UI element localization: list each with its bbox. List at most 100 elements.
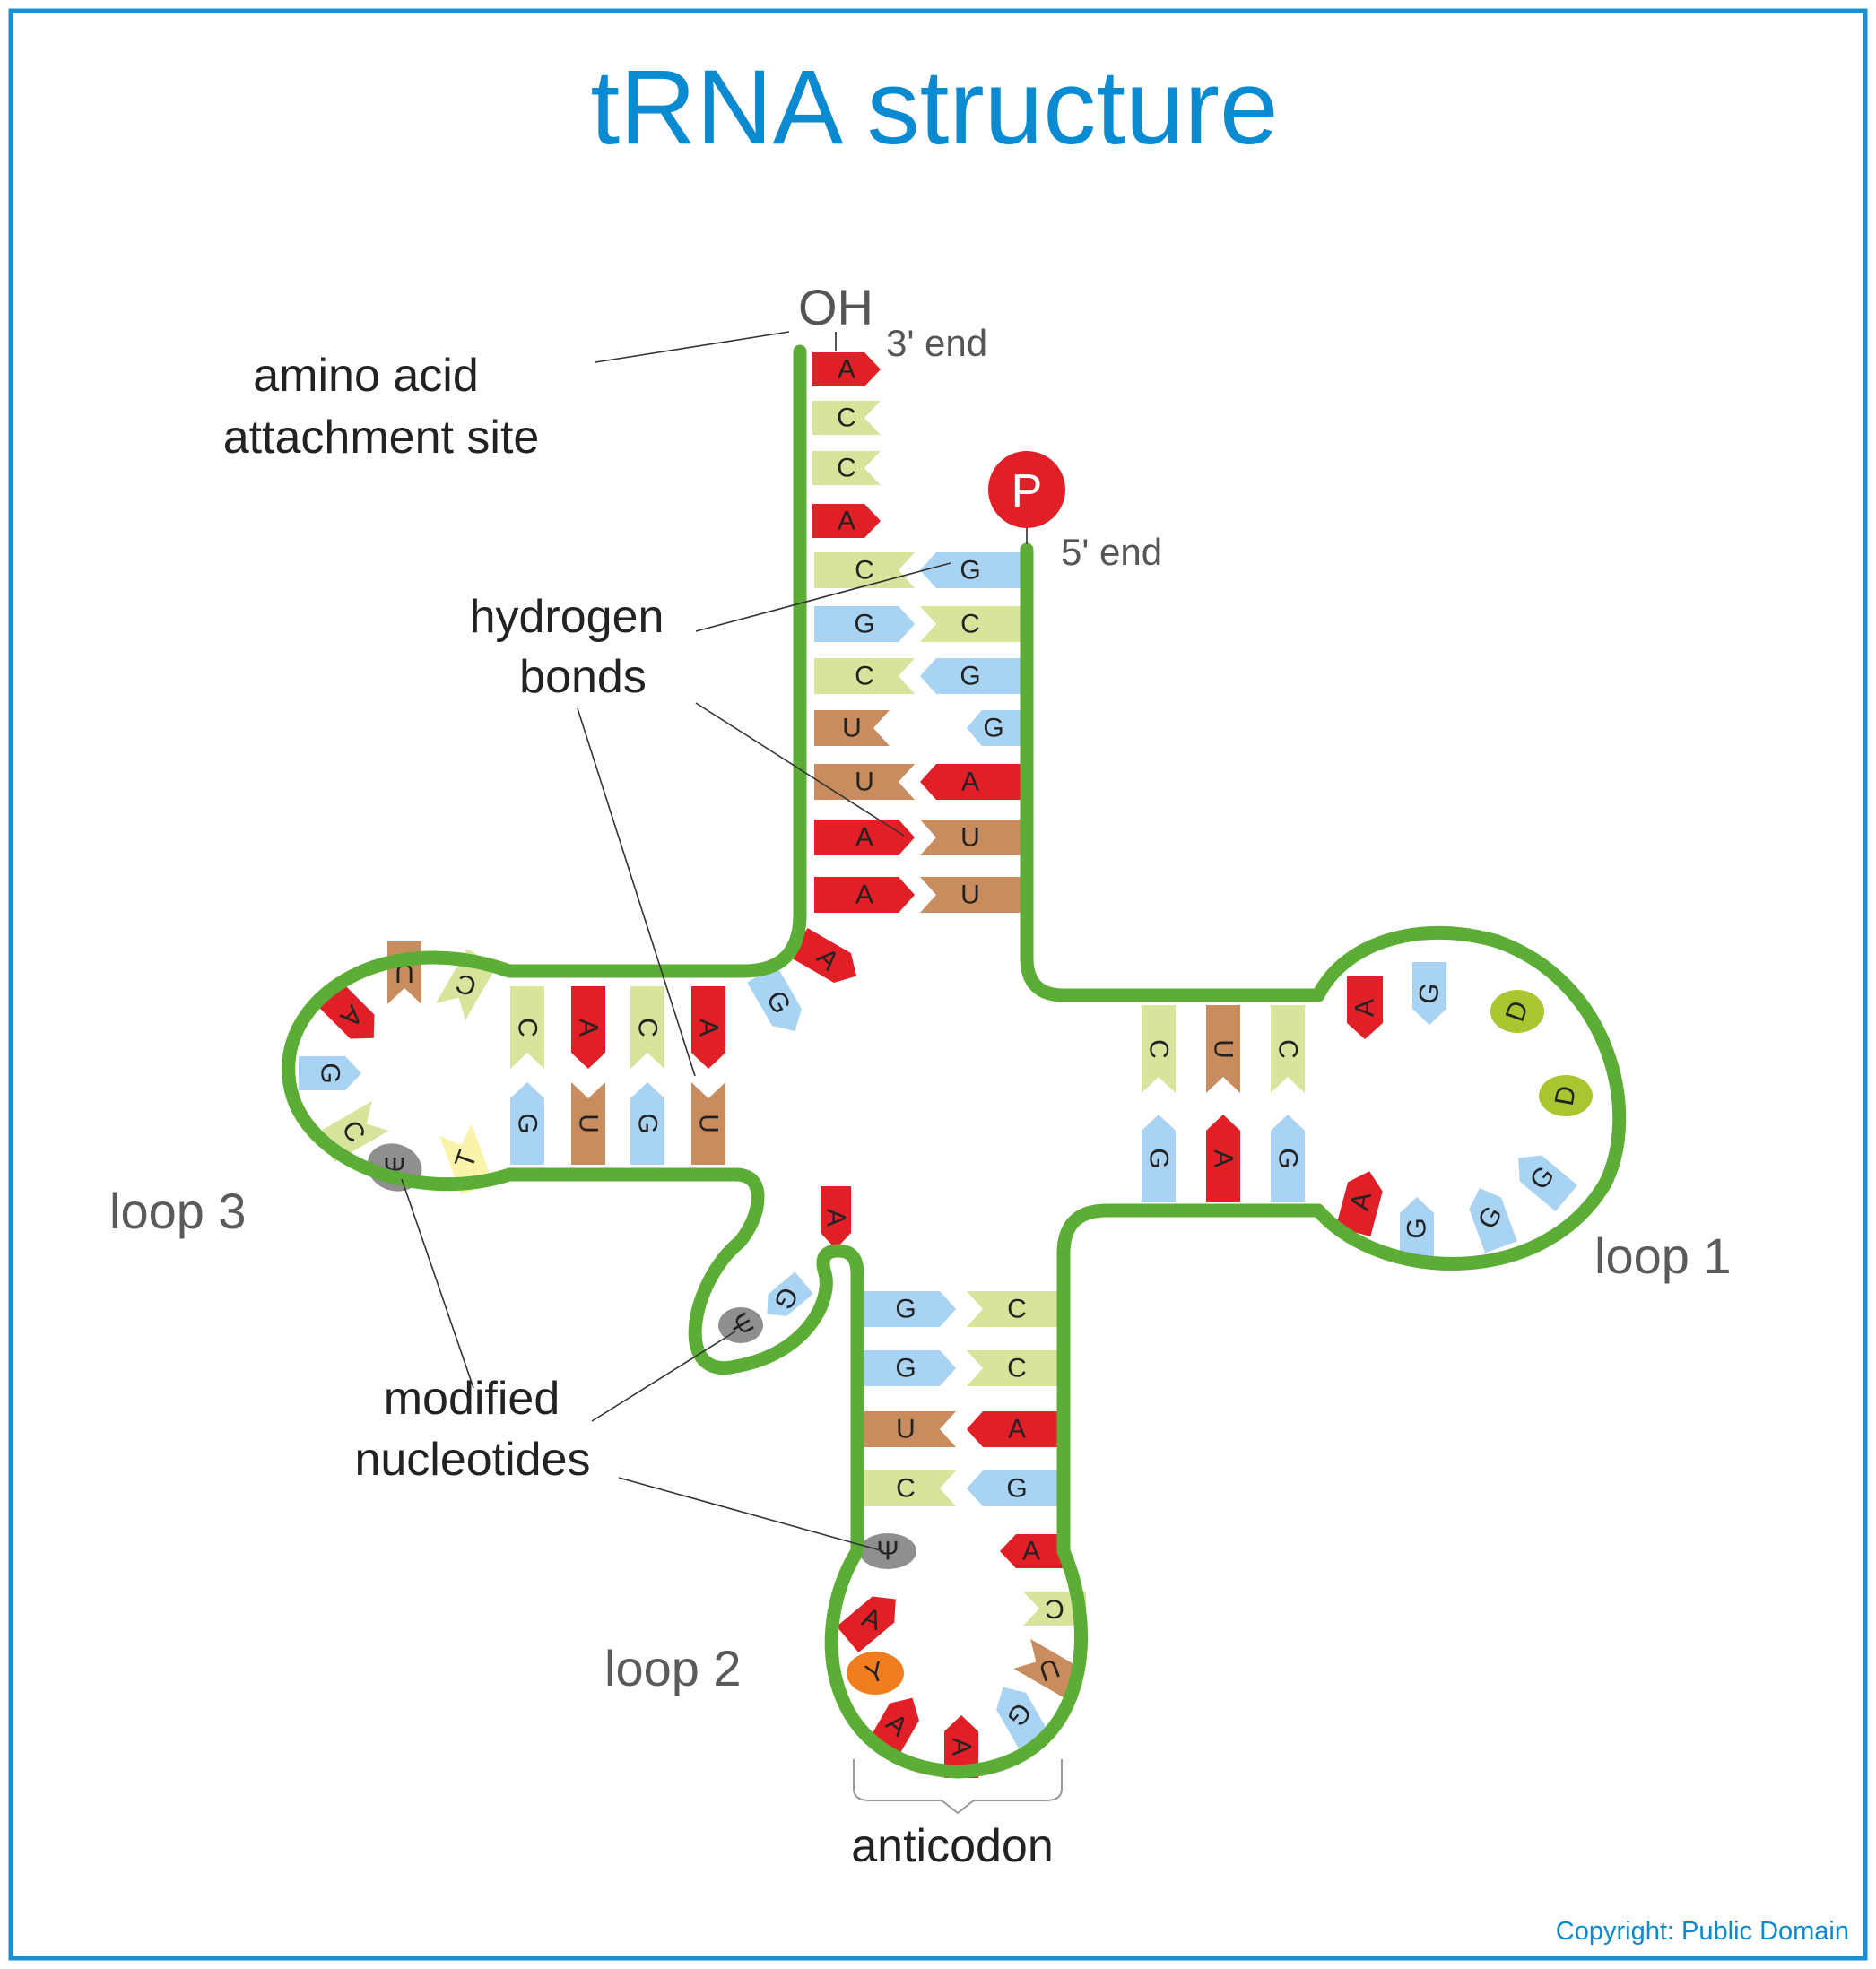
acceptor-left-2: C (814, 658, 915, 694)
five-prime-label: 5' end (1061, 531, 1162, 573)
acceptor-right-2: G (920, 658, 1021, 694)
loop1-nt-4: G (1518, 1155, 1578, 1212)
nucleotide-shape (1000, 1534, 1063, 1568)
nucleotide-letter: U (960, 880, 980, 910)
nucleotide-shape (855, 1411, 956, 1447)
nucleotide-shape (920, 764, 1021, 800)
nucleotide-shape (1023, 1592, 1086, 1626)
nucleotide-letter: A (838, 507, 855, 536)
acceptor-right-5: U (920, 820, 1021, 855)
nucleotide-shape (814, 877, 915, 913)
loop2-stem-right-3: G (967, 1470, 1067, 1506)
hydrogen-leader-top (695, 562, 951, 632)
nucleotide-shape (812, 401, 881, 435)
nucleotide-letter: G (1413, 981, 1446, 1007)
nucleotide-letter: A (1008, 1415, 1026, 1444)
nucleotide-shape (630, 986, 664, 1069)
nucleotide-letter: G (1273, 1148, 1303, 1168)
nucleotide-shape (944, 1715, 978, 1778)
acceptor-tail-c-2: C (812, 451, 881, 485)
junction-a: A (790, 928, 857, 983)
nucleotide-letter: C (837, 403, 856, 433)
amino-acid-label-line2: attachment site (223, 412, 540, 464)
nucleotide-shape (812, 451, 881, 485)
nucleotide-shape (920, 552, 1021, 588)
nucleotide-letter: U (574, 1114, 604, 1133)
copyright-text: Copyright: Public Domain (1556, 1917, 1849, 1946)
acceptor-right-4: A (920, 764, 1021, 800)
loop3-stem-top-2: C (630, 986, 664, 1069)
nucleotide-letter: C (960, 610, 980, 639)
nucleotide-shape (814, 820, 915, 855)
loop2-stem-right-2: A (967, 1411, 1067, 1447)
nucleotide-shape (1013, 1639, 1085, 1700)
page-title: tRNA structure (590, 48, 1278, 167)
acceptor-tail-a-3: A (812, 504, 881, 538)
nucleotide-shape (920, 820, 1021, 855)
hydrogen-label-line1: hydrogen (470, 591, 664, 643)
nucleotide-shape (967, 1291, 1067, 1327)
modified-label-line2: nucleotides (354, 1434, 590, 1486)
nucleotide-letter: U (694, 1114, 724, 1133)
nucleotide-shape (691, 1082, 725, 1165)
nucleotide-letter: C (855, 662, 874, 691)
nucleotide-letter: G (1403, 1218, 1432, 1238)
nucleotide-shape (1206, 1115, 1240, 1202)
amino-acid-label-line1: amino acid (253, 350, 478, 402)
loop2-nt-1: A (836, 1596, 896, 1653)
nucleotide-letter: G (895, 1295, 916, 1324)
nucleotide-shape (847, 1652, 904, 1695)
loop3-stem-bottom-3: U (691, 1082, 725, 1165)
nucleotide-shape (299, 1056, 361, 1090)
nucleotide-shape (836, 1596, 896, 1653)
nucleotide-letter: G (960, 662, 980, 691)
loop3-nt-3: G (299, 1056, 361, 1090)
nucleotide-shape (1335, 1171, 1383, 1236)
nucleotide-shape (967, 1470, 1067, 1506)
nucleotide-shape (855, 1291, 956, 1327)
loop1-nt-6: G (1400, 1197, 1434, 1260)
nucleotide-letter: U (842, 714, 862, 743)
nucleotide-shape (1518, 1155, 1578, 1212)
loop3-stem-bottom-1: U (571, 1082, 605, 1165)
modified-leader-psi-loop3 (401, 1178, 474, 1389)
nucleotide-letter: A (947, 1738, 977, 1756)
nucleotide-letter: C (855, 556, 874, 585)
loop2-stem-left-0: G (855, 1291, 956, 1327)
nucleotide-letter: C (513, 1018, 543, 1037)
loop1-nt-1: G (1412, 962, 1446, 1025)
nucleotide-shape (1142, 1005, 1176, 1093)
modified-leader-psi-variable (591, 1331, 736, 1422)
nucleotide-letter: G (983, 714, 1003, 743)
nucleotide-shape (814, 658, 915, 694)
nucleotide-shape (967, 1411, 1067, 1447)
nucleotide-shape (1469, 1188, 1517, 1253)
nucleotide-letter: G (960, 556, 980, 585)
hydrogen-leader-mid (695, 702, 905, 837)
nucleotide-letter: G (1144, 1148, 1174, 1168)
loop1-stem-bottom-2: G (1271, 1115, 1305, 1202)
loop1-stem-bottom-0: G (1142, 1115, 1176, 1202)
nucleotide-shape (718, 1307, 763, 1343)
loop2-nt-0: Ψ (859, 1533, 916, 1569)
loop2-nt-4: A (944, 1715, 978, 1778)
nucleotide-letter: C (633, 1018, 663, 1037)
nucleotide-shape (920, 658, 1021, 694)
nucleotide-letter: A (694, 1019, 724, 1037)
nucleotide-shape (790, 928, 857, 983)
nucleotide-shape (1271, 1115, 1305, 1202)
nucleotide-letter: G (316, 1063, 345, 1083)
loop1-stem-top-1: U (1206, 1005, 1240, 1093)
frame-border (8, 8, 1868, 1961)
loop1-nt-3: D (1539, 1075, 1593, 1116)
nucleotide-letter: C (837, 454, 856, 483)
loop3-stem-top-1: A (571, 986, 605, 1069)
acceptor-right-3: G (967, 710, 1021, 746)
loop2-stem-right-0: C (967, 1291, 1067, 1327)
hydrogen-label-line2: bonds (519, 651, 647, 703)
loop1-nt-7: A (1335, 1171, 1383, 1236)
anticodon-brace (853, 1759, 1063, 1815)
acceptor-left-6: A (814, 877, 915, 913)
acceptor-right-0: G (920, 552, 1021, 588)
